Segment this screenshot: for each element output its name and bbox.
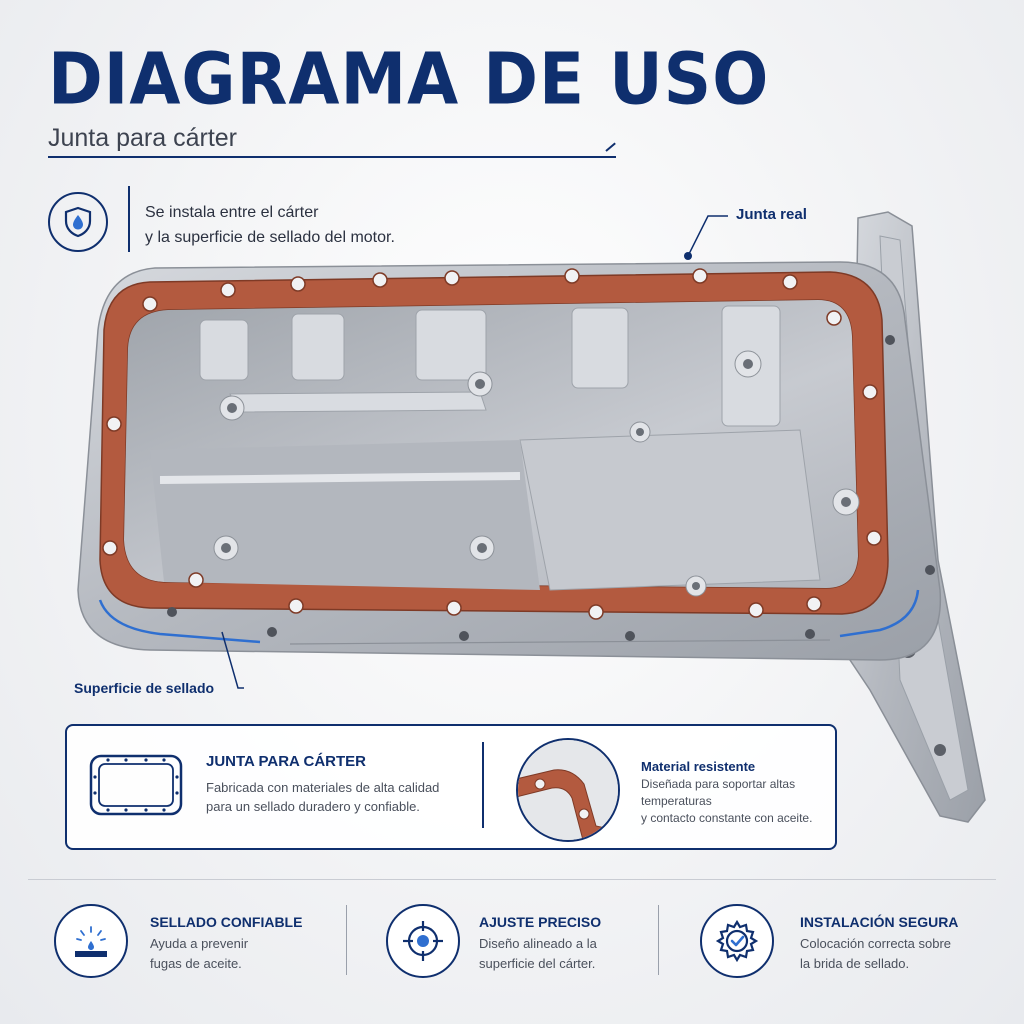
feature-3-heading: INSTALACIÓN SEGURA bbox=[800, 914, 959, 930]
feature-2-line-1: Diseño alineado a la bbox=[479, 936, 597, 951]
sealing-leader-line bbox=[221, 631, 244, 689]
feature-divider-2 bbox=[658, 905, 659, 975]
sealing-drop-icon bbox=[54, 904, 128, 978]
card-left-line-2: para un sellado duradero y confiable. bbox=[206, 799, 420, 814]
page-subtitle: Junta para cárter bbox=[48, 124, 237, 152]
feature-2-text: Diseño alineado a la superficie del cárt… bbox=[479, 934, 597, 974]
feature-3-line-1: Colocación correcta sobre bbox=[800, 936, 952, 951]
feature-2-heading: AJUSTE PRECISO bbox=[479, 914, 602, 930]
intro-line-1: Se instala entre el cárter bbox=[145, 204, 319, 221]
card-right-heading: Material resistente bbox=[641, 759, 756, 774]
feature-3-line-2: la brida de sellado. bbox=[800, 956, 910, 971]
section-divider bbox=[28, 879, 996, 880]
gear-check-icon bbox=[700, 904, 774, 978]
card-right-line-3: y contacto constante con aceite. bbox=[641, 811, 813, 825]
card-right-line-1: Diseñada para soportar altas bbox=[641, 777, 796, 791]
crosshair-icon bbox=[386, 904, 460, 978]
card-divider bbox=[482, 742, 484, 828]
card-left-line-1: Fabricada con materiales de alta calidad bbox=[206, 780, 440, 795]
title-underline bbox=[48, 156, 616, 158]
intro-divider bbox=[128, 186, 130, 252]
gasket-outline-icon bbox=[88, 753, 184, 822]
page-title: DIAGRAMA DE USO bbox=[48, 37, 770, 121]
sealing-surface-line bbox=[98, 599, 261, 644]
card-left-text: Fabricada con materiales de alta calidad… bbox=[206, 778, 439, 816]
gasket-leader-line bbox=[687, 215, 728, 257]
feature-3-text: Colocación correcta sobre la brida de se… bbox=[800, 934, 951, 974]
gasket-closeup-icon bbox=[516, 738, 620, 842]
feature-divider-1 bbox=[346, 905, 347, 975]
sealing-surface-callout: Superficie de sellado bbox=[74, 680, 215, 696]
feature-1-line-2: fugas de aceite. bbox=[150, 956, 242, 971]
card-left-heading: JUNTA PARA CÁRTER bbox=[206, 753, 366, 770]
feature-1-text: Ayuda a prevenir fugas de aceite. bbox=[150, 934, 248, 974]
feature-2-line-2: superficie del cárter. bbox=[479, 956, 596, 971]
feature-1-line-1: Ayuda a prevenir bbox=[150, 936, 249, 951]
pan-bosses bbox=[213, 350, 860, 597]
info-card bbox=[65, 724, 837, 850]
shield-drop-icon bbox=[48, 192, 108, 252]
gasket-bolt-holes bbox=[102, 268, 882, 620]
gasket-callout: Junta real bbox=[736, 206, 807, 223]
flange-bolt-holes bbox=[167, 335, 935, 641]
intro-description: Se instala entre el cárter y la superfic… bbox=[145, 200, 395, 250]
feature-1-heading: SELLADO CONFIABLE bbox=[150, 914, 303, 930]
intro-line-2: y la superficie de sellado del motor. bbox=[145, 229, 395, 246]
card-right-line-2: temperaturas bbox=[641, 794, 712, 808]
card-right-text: Diseñada para soportar altas temperatura… bbox=[641, 776, 812, 827]
